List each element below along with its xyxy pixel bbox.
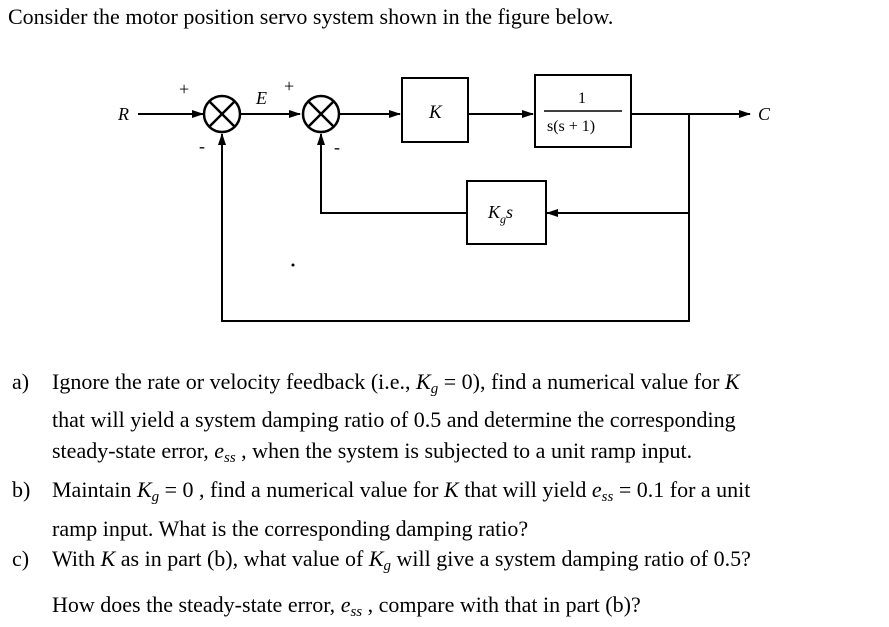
- error-label: E: [255, 88, 267, 108]
- sum1-minus-sign: -: [199, 136, 205, 156]
- problem-intro: Consider the motor position servo system…: [8, 4, 614, 29]
- question-a-marker: a): [12, 369, 30, 394]
- question-c-line-2: How does the steady-state error, ess , c…: [52, 592, 641, 620]
- output-label: C: [758, 104, 771, 124]
- rate-feedback-label: Kgs: [487, 202, 513, 226]
- sum2-plus-sign: +: [284, 76, 294, 96]
- stray-dot: [291, 263, 295, 267]
- question-c-line-1: With K as in part (b), what value of Kg …: [52, 546, 751, 574]
- question-b-line-1: Maintain Kg = 0 , find a numerical value…: [52, 477, 751, 505]
- plant-numerator: 1: [578, 90, 586, 107]
- question-a-line-2: that will yield a system damping ratio o…: [52, 407, 736, 432]
- plant-denominator: s(s + 1): [547, 118, 595, 135]
- block-diagram: R + - E + - K 1 s(s + 1) C Kgs: [117, 74, 771, 322]
- rate-feedback-out-line: [317, 133, 467, 214]
- gain-block: [401, 77, 469, 143]
- gain-block-label: K: [428, 102, 443, 123]
- question-b-line-2: ramp input. What is the corresponding da…: [52, 516, 529, 541]
- sum2-minus-sign: -: [334, 137, 340, 157]
- summing-junction-2: [301, 94, 341, 134]
- question-c-marker: c): [12, 546, 30, 571]
- question-a-line-3: steady-state error, ess , when the syste…: [52, 438, 693, 466]
- rate-feedback-block: [466, 180, 547, 245]
- question-b-marker: b): [12, 477, 31, 502]
- sum1-plus-sign: +: [179, 79, 189, 99]
- question-a-line-1: Ignore the rate or velocity feedback (i.…: [52, 369, 740, 397]
- input-label: R: [117, 104, 129, 124]
- unity-feedback-line: [218, 133, 690, 322]
- summing-junction-1: [202, 94, 242, 134]
